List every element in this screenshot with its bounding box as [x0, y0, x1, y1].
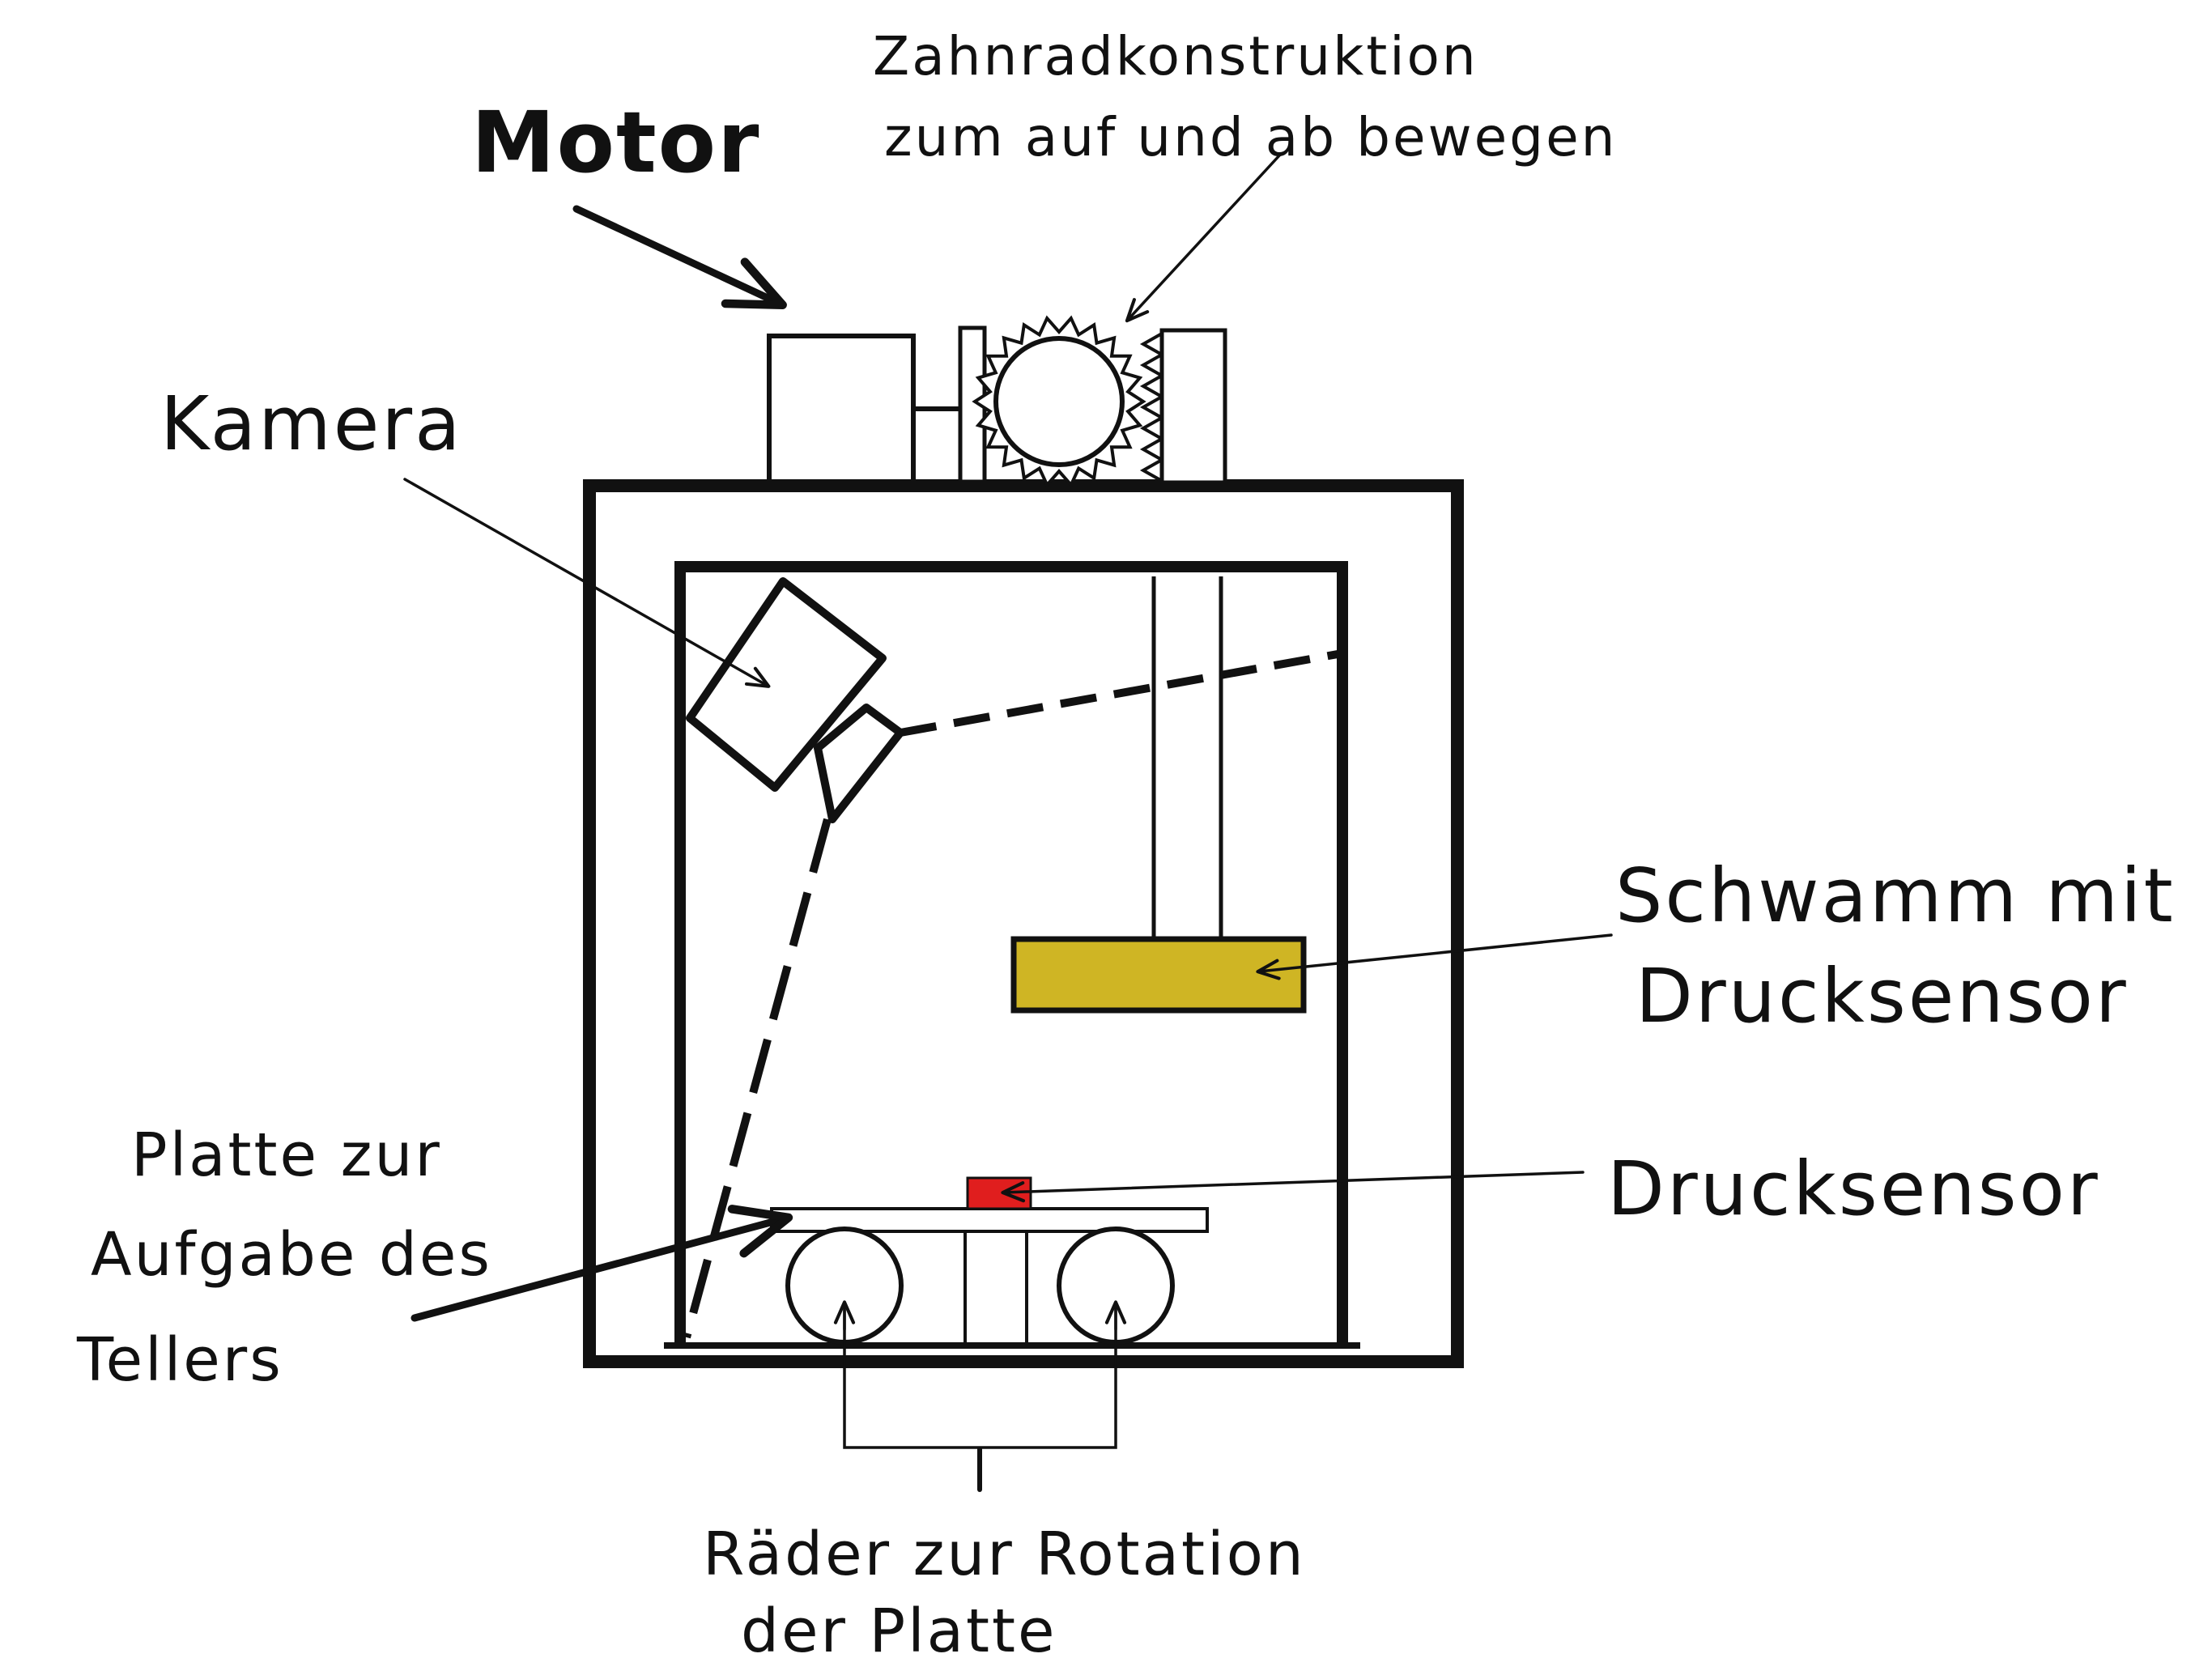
pressure-sensor-arrow	[1001, 1171, 1585, 1203]
motor-block	[767, 334, 916, 484]
camera-arrow	[403, 478, 771, 688]
plate-label-line-3: Tellers	[76, 1325, 283, 1395]
gear-hub	[993, 336, 1125, 467]
sponge-arrow	[1256, 933, 1613, 980]
sponge	[1010, 936, 1307, 1014]
rack-post	[1159, 328, 1227, 485]
gear	[972, 315, 1146, 488]
plate-arrow	[410, 1205, 793, 1322]
camera-view-line-upper	[900, 650, 1338, 737]
wheels-label-line-1: Räder zur Rotation	[703, 1520, 1306, 1589]
plate-label-line-1: Platte zur	[131, 1120, 442, 1190]
sponge-label-line-1: Schwamm mit	[1615, 852, 2176, 939]
sponge-label-line-2: Drucksensor	[1636, 953, 2129, 1039]
wheels-label-line-2: der Platte	[741, 1596, 1057, 1658]
motor-arrow	[572, 205, 787, 309]
plate-label-line-2: Aufgabe des	[91, 1220, 492, 1290]
inner-frame	[674, 561, 1348, 1348]
camera	[686, 577, 904, 823]
motor-label: Motor	[471, 93, 760, 192]
rack-teeth	[1139, 332, 1166, 483]
outer-frame	[583, 479, 1464, 1368]
pressure-sensor-label: Drucksensor	[1607, 1146, 2100, 1232]
gear-label-line-1: Zahnradkonstruktion	[873, 25, 1478, 87]
wheels-bracket	[843, 1308, 1117, 1449]
camera-body	[686, 577, 887, 792]
camera-view-line-lower	[683, 818, 832, 1339]
top-mechanism	[767, 315, 1227, 488]
gear-arrow	[1125, 152, 1283, 323]
gear-label-line-2: zum auf und ab bewegen	[884, 106, 1618, 168]
camera-label: Kamera	[160, 380, 463, 467]
